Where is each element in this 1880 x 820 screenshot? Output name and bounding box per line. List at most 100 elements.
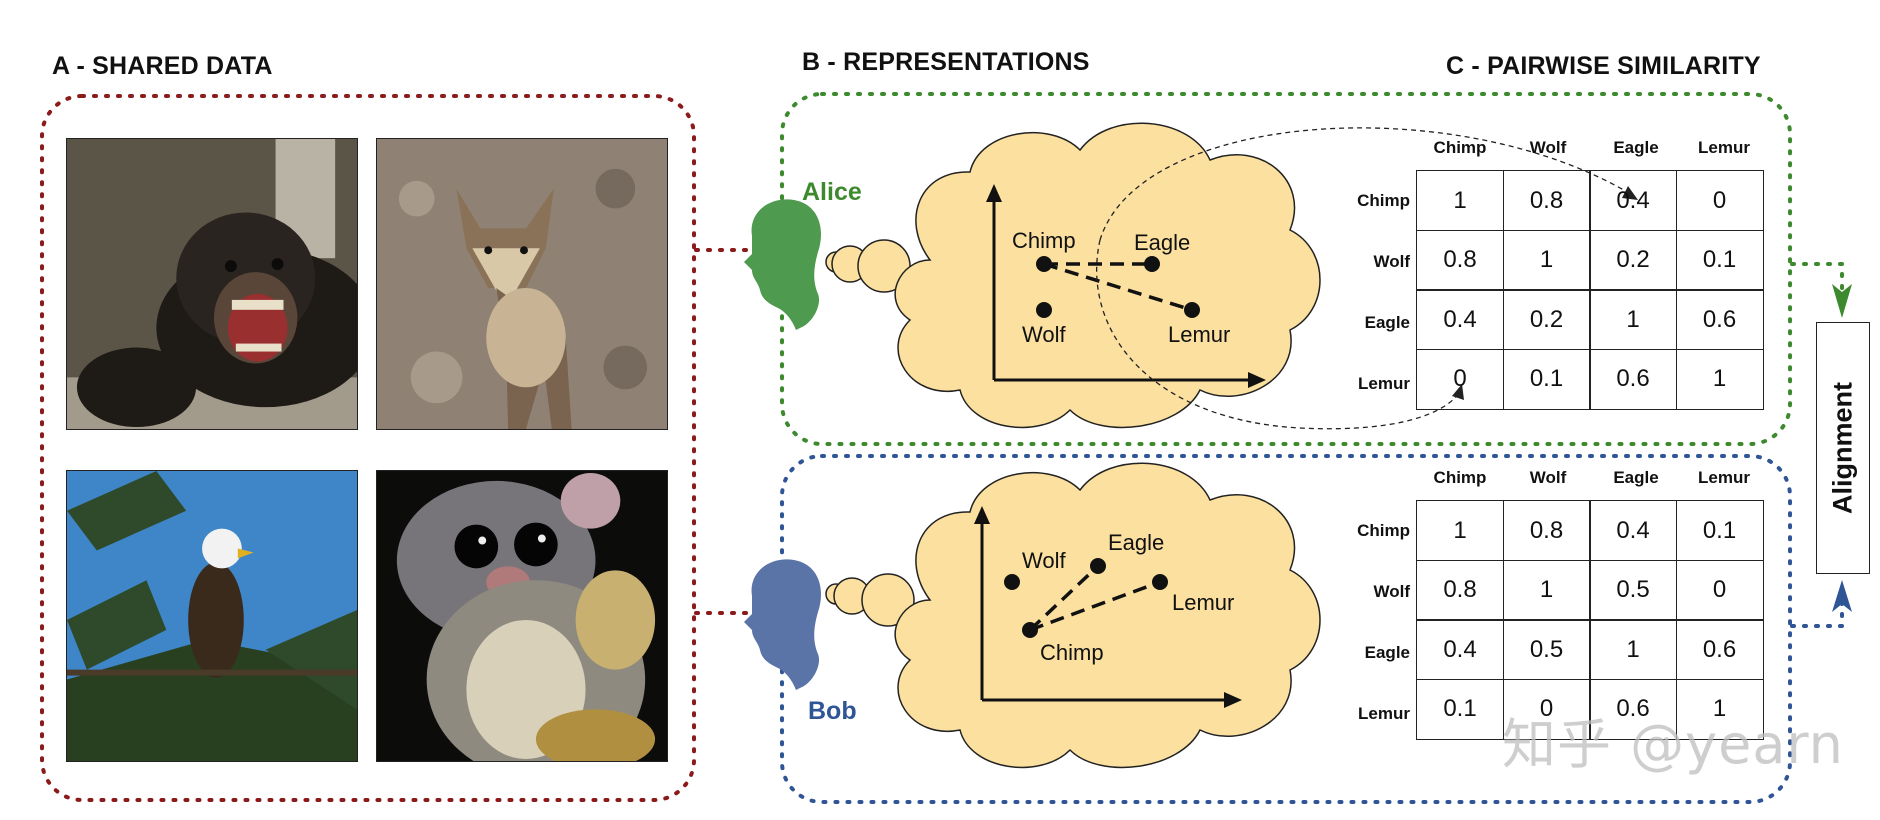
bob-point-lemur	[1152, 574, 1168, 590]
alice-y-arrow-icon	[986, 184, 1002, 202]
alice-point-label: Wolf	[1022, 322, 1066, 347]
bob-y-arrow-icon	[974, 506, 990, 524]
bob-matrix-cell: 0	[1675, 559, 1764, 621]
alice-matrix-cell: 0	[1675, 170, 1764, 231]
alice-row-header: Eagle	[1364, 312, 1410, 332]
connector-bob-alignment	[1790, 596, 1844, 628]
wolf-photo	[376, 138, 668, 430]
alice-col-header: Lemur	[1698, 138, 1750, 157]
panel-a-frame	[40, 94, 696, 802]
alice-matrix-cell: 0.6	[1675, 289, 1764, 350]
alice-head-icon	[744, 199, 821, 330]
bob-col-header: Lemur	[1698, 468, 1750, 487]
annotation-arrow-upper-icon	[1622, 186, 1638, 200]
bob-point-label: Lemur	[1172, 590, 1235, 615]
watermark: 知乎 @yearn	[1502, 713, 1844, 776]
bob-point-label: Wolf	[1022, 548, 1066, 573]
alice-col-header: Wolf	[1529, 138, 1567, 157]
alice-matrix-cell: 0.2	[1502, 289, 1591, 350]
chimpanzee-image	[67, 139, 357, 429]
alice-matrix-cell: 0.4	[1589, 170, 1677, 231]
bob-matrix-cell: 0.1	[1675, 500, 1764, 561]
bob-matrix-cell: 0.4	[1589, 500, 1677, 561]
alice-cloud	[894, 122, 1321, 429]
alice-col-header: Chimp	[1433, 138, 1487, 157]
arrow-green-icon	[1832, 284, 1852, 318]
lemur-photo	[376, 470, 668, 762]
alice-matrix-cell: 0.4	[1416, 289, 1504, 350]
bob-row-header: Eagle	[1364, 642, 1410, 662]
bob-cloud	[894, 462, 1321, 769]
alice-matrix-cell: 0	[1416, 348, 1504, 410]
alice-point-label: Eagle	[1134, 230, 1191, 255]
alice-row-header: Wolf	[1373, 251, 1410, 271]
bob-matrix-cell: 0.8	[1416, 559, 1504, 621]
bob-matrix-cell: 0.4	[1416, 619, 1504, 680]
alice-axes	[992, 196, 1254, 382]
alice-row-header: Chimp	[1357, 190, 1410, 210]
bob-matrix-cell: 1	[1502, 559, 1591, 621]
bob-point-chimp	[1022, 622, 1038, 638]
bob-matrix-cell: 0.6	[1589, 678, 1677, 740]
section-b-title: B - REPRESENTATIONS	[802, 48, 1090, 76]
alice-matrix-cell: 0.6	[1589, 348, 1677, 410]
bob-row-header: Chimp	[1357, 520, 1410, 540]
section-c-title: C - PAIRWISE SIMILARITY	[1446, 52, 1761, 80]
bob-matrix-cell: 1	[1416, 500, 1504, 561]
bob-matrix-cell: 0.1	[1416, 678, 1504, 740]
bob-matrix-cell: 0.5	[1502, 619, 1591, 680]
bob-matrix-cell: 0.6	[1675, 619, 1764, 680]
connector-alice-alignment	[1790, 262, 1844, 298]
eagle-image	[67, 471, 357, 761]
alice-name: Alice	[802, 178, 862, 206]
bob-row-header: Lemur	[1358, 703, 1410, 723]
alice-matrix-cell: 1	[1589, 289, 1677, 350]
bob-point-wolf	[1004, 574, 1020, 590]
arrow-blue-icon	[1832, 580, 1852, 612]
bob-matrix-cell: 0	[1502, 678, 1591, 740]
alice-matrix-cell: 1	[1502, 229, 1591, 291]
bob-matrix-cell: 1	[1675, 678, 1764, 740]
alice-matrix-cell: 1	[1416, 170, 1504, 231]
alignment-label: Alignment	[1827, 382, 1858, 514]
bob-x-arrow-icon	[1224, 692, 1242, 708]
alice-point-chimp	[1036, 256, 1052, 272]
annotation-curve-upper	[1099, 127, 1635, 241]
bob-point-label: Eagle	[1108, 530, 1165, 555]
alice-matrix-cell: 0.2	[1589, 229, 1677, 291]
bob-col-header: Chimp	[1433, 468, 1487, 487]
bob-point-label: Chimp	[1040, 640, 1104, 665]
alice-point-wolf	[1036, 302, 1052, 318]
bob-axes	[980, 518, 1230, 702]
bob-matrix-cell: 0.5	[1589, 559, 1677, 621]
bob-head-icon	[744, 559, 821, 690]
alice-col-header: Eagle	[1613, 138, 1659, 157]
alice-point-lemur	[1184, 302, 1200, 318]
alice-matrix-cell: 0.1	[1502, 348, 1591, 410]
alice-point-eagle	[1144, 256, 1160, 272]
annotation-arrow-lower-icon	[1452, 384, 1464, 400]
alice-matrix-cell: 0.8	[1416, 229, 1504, 291]
alice-matrix-cell: 1	[1675, 348, 1764, 410]
bob-col-header: Wolf	[1529, 468, 1567, 487]
bob-row-header: Wolf	[1373, 581, 1410, 601]
bob-col-header: Eagle	[1613, 468, 1659, 487]
annotation-curve-lower	[1096, 239, 1461, 430]
wolf-image	[377, 139, 667, 429]
lemur-image	[377, 471, 667, 761]
chimp-photo	[66, 138, 358, 430]
alice-point-label: Lemur	[1168, 322, 1231, 347]
bob-name: Bob	[808, 697, 857, 725]
alice-row-header: Lemur	[1358, 373, 1410, 393]
alice-point-label: Chimp	[1012, 228, 1076, 253]
bob-point-eagle	[1090, 558, 1106, 574]
alice-matrix-cell: 0.1	[1675, 229, 1764, 291]
bob-matrix-cell: 0.8	[1502, 500, 1591, 561]
alignment-box: Alignment	[1816, 322, 1870, 574]
eagle-photo	[66, 470, 358, 762]
bob-matrix-cell: 1	[1589, 619, 1677, 680]
alice-matrix-cell: 0.8	[1502, 170, 1591, 231]
alice-x-arrow-icon	[1248, 372, 1266, 388]
